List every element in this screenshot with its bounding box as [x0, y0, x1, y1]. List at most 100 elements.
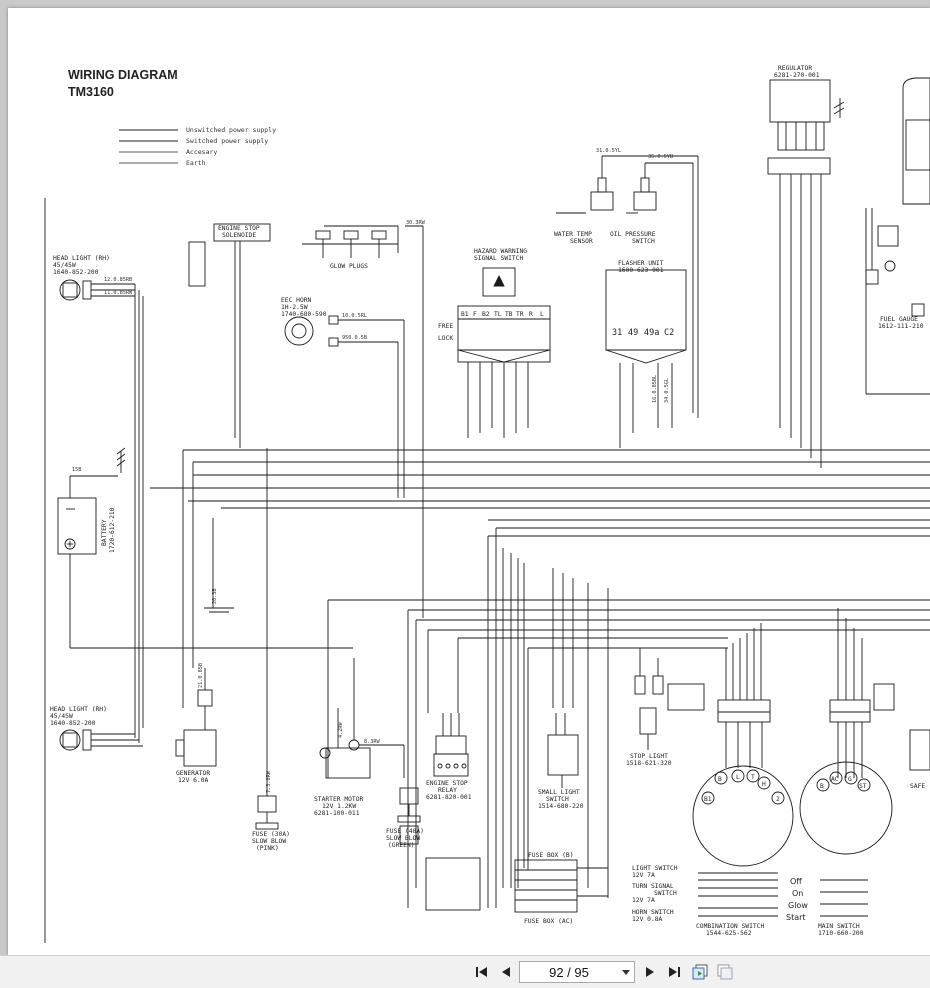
copy-pages-icon [692, 964, 708, 980]
hazard-col-tl: TL [494, 311, 502, 318]
page-number-select[interactable]: 92 / 95 [519, 961, 635, 983]
head-light-top-label: HEAD LIGHT (RH) [53, 255, 110, 262]
wire-label-12-rb: 12.0.85RB [104, 277, 132, 283]
previous-page-button[interactable] [497, 963, 515, 981]
fuse-box-ac-label: FUSE BOX (AC) [524, 918, 573, 925]
copy-pages-button[interactable] [691, 963, 709, 981]
stop-light-part: 1518-621-320 [626, 760, 672, 767]
legend-switched: Switched power supply [186, 137, 268, 145]
battery-label: BATTERY [101, 519, 108, 546]
starter-motor-part: 6281-100-011 [314, 810, 360, 817]
combination-terminal-h: H [762, 781, 766, 788]
starter-motor-label: STARTER MOTOR [314, 796, 363, 803]
fuse-30a-color: (PINK) [256, 845, 279, 852]
engine-stop-relay-label-2: RELAY [438, 787, 457, 794]
wire-label-30-3rw: 30.3RW [406, 220, 426, 226]
legend: Unswitched power supply Switched power s… [119, 126, 276, 167]
engine-stop-relay-label: ENGINE STOP [426, 780, 468, 787]
fuse-box-b-label: FUSE BOX (B) [528, 852, 574, 859]
flasher-unit-label: FLASHER UNIT [618, 260, 664, 267]
legend-accessory: Accesary [186, 148, 217, 156]
main-switch-terminal-b: B [820, 783, 824, 790]
horn-switch-rating: 12V 0.8A [632, 916, 663, 923]
turn-signal-switch-label-2: SWITCH [654, 890, 677, 897]
hazard-row-free: FREE [438, 323, 453, 330]
wire-label-8-3rw: 8.3RW [364, 739, 380, 745]
fuse-30a-label: FUSE (30A) [252, 831, 290, 838]
chevron-down-icon [622, 970, 630, 975]
engine-stop-solenoide-label-2: SOLENOIDE [222, 232, 256, 239]
hazard-col-b2: B2 [482, 311, 490, 318]
fuel-gauge-label: FUEL GAUGE [880, 316, 918, 323]
wire-label-15b: 15B [72, 467, 81, 473]
diagram-model: TM3160 [68, 85, 114, 99]
hazard-row-lock: LOCK [438, 335, 453, 342]
main-switch-position-glow: Glow [788, 901, 808, 910]
fuse-30a-type: SLOW BLOW [252, 838, 286, 845]
wire-label-21-b: 21.0.85B [198, 663, 204, 688]
main-switch-label: MAIN SWITCH [818, 923, 860, 930]
turn-signal-switch-label: TURN SIGNAL [632, 883, 674, 890]
oil-pressure-switch-label: OIL PRESSURE [610, 231, 656, 238]
wiring-diagram: WIRING DIAGRAM TM3160 Unswitched power s… [44, 65, 930, 943]
hazard-col-r: R [529, 311, 533, 318]
paste-pages-button[interactable] [716, 963, 734, 981]
small-light-switch-part: 1514-680-220 [538, 803, 584, 810]
hazard-col-f: F [473, 311, 477, 318]
starter-motor-rating: 12V 1.2KW [322, 803, 356, 810]
combination-switch-part: 1544-625-562 [706, 930, 752, 937]
main-switch-position-start: Start [786, 913, 806, 922]
last-page-button[interactable] [665, 963, 683, 981]
wire-label-7-3rw: 7.3.0RW [266, 770, 272, 793]
flasher-terminal-31: 31 [612, 328, 622, 338]
wire-label-20-3b: 20.3B [212, 588, 218, 604]
wire-label-11-rw: 11.0.85RW [104, 290, 133, 296]
main-switch-position-on: On [792, 889, 803, 898]
hazard-switch-label-2: SIGNAL SWITCH [474, 255, 523, 262]
hazard-switch-label: HAZARD WARNING [474, 248, 527, 255]
hazard-col-l: L [540, 311, 544, 318]
fuse-40a-color: (GREEN) [388, 842, 415, 849]
light-switch-rating: 12V 7A [632, 872, 655, 879]
main-switch-position-off: Off [790, 877, 802, 886]
generator-label: GENERATOR [176, 770, 210, 777]
engine-stop-solenoide-label: ENGINE STOP [218, 225, 260, 232]
turn-signal-switch-rating: 12V 7A [632, 897, 655, 904]
oil-pressure-switch-label-2: SWITCH [632, 238, 655, 245]
combination-terminal-b: B [718, 776, 722, 783]
flasher-unit-part: 1600-623-001 [618, 267, 664, 274]
document-page: WIRING DIAGRAM TM3160 Unswitched power s… [8, 8, 930, 955]
combination-terminal-b1: B1 [704, 796, 712, 803]
small-light-switch-label: SMALL LIGHT [538, 789, 580, 796]
light-switch-label: LIGHT SWITCH [632, 865, 678, 872]
document-viewer[interactable]: WIRING DIAGRAM TM3160 Unswitched power s… [0, 0, 930, 955]
first-page-icon [476, 967, 487, 977]
regulator-label: REGULATOR [778, 65, 812, 72]
main-switch-part: 1710-660-200 [818, 930, 864, 937]
wire-label-950-b: 950.0.5B [342, 335, 367, 341]
battery-part: 1720-612-210 [109, 507, 116, 553]
combination-terminal-2: 2 [776, 796, 780, 803]
head-light-top-part: 1640-852-200 [53, 269, 99, 276]
safety-label: SAFE [910, 783, 925, 790]
legend-unswitched: Unswitched power supply [186, 126, 276, 134]
head-light-bottom-label: HEAD LIGHT (RH) [50, 706, 107, 713]
page-number-display: 92 / 95 [549, 964, 589, 980]
pdf-toolbar: 92 / 95 [0, 955, 930, 988]
engine-stop-relay-part: 6281-820-001 [426, 794, 472, 801]
stop-light-label: STOP LIGHT [630, 753, 668, 760]
generator-rating: 12V 6.0A [178, 777, 209, 784]
water-temp-sensor-label-2: SENSOR [570, 238, 593, 245]
next-page-button[interactable] [641, 963, 659, 981]
paste-pages-icon [717, 964, 733, 980]
eec-horn-rating: 1H-2.5W [281, 304, 308, 311]
wire-label-34-gl: 34.0.5GL [664, 378, 670, 403]
eec-horn-part: 1740-680-590 [281, 311, 327, 318]
first-page-button[interactable] [473, 963, 491, 981]
combination-terminal-t: T [751, 774, 755, 781]
last-page-icon [669, 967, 680, 977]
combination-switch-label: COMBINATION SWITCH [696, 923, 764, 930]
eec-horn-label: EEC HORN [281, 297, 312, 304]
hazard-col-b1: B1 [461, 311, 469, 318]
fuse-40a-label: FUSE (40A) [386, 828, 424, 835]
